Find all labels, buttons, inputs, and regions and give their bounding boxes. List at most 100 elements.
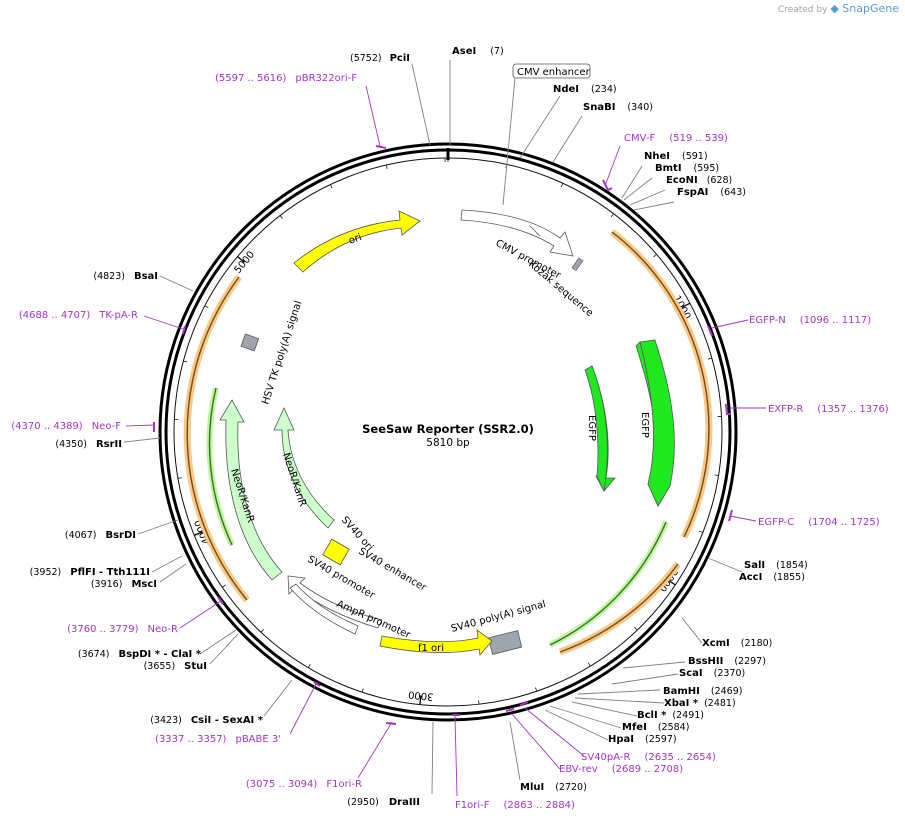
feature-egfp-inner-body[interactable] bbox=[584, 365, 608, 493]
enzyme-sali[interactable]: SalI(1854) bbox=[744, 560, 808, 571]
leader-bsrdi bbox=[137, 519, 179, 535]
feature-f1-ori-arrow[interactable] bbox=[379, 629, 493, 656]
ruler-major-tick bbox=[237, 256, 245, 263]
feature-sv40-promoter-arrow[interactable] bbox=[289, 583, 359, 635]
backbone-outer-strand bbox=[158, 142, 738, 722]
ruler-minor-tick bbox=[535, 687, 538, 692]
primer-egfp-c[interactable]: EGFP-C(1704 .. 1725) bbox=[758, 517, 880, 528]
enzyme-ndei[interactable]: NdeI(234) bbox=[553, 84, 617, 95]
feature-kozak-box[interactable] bbox=[571, 257, 584, 272]
pleader-ebv bbox=[511, 713, 561, 770]
enzyme-bspdi-clai[interactable]: (3674)BspDI * - ClaI * bbox=[78, 649, 202, 660]
feature-ampr-promoter-arrow[interactable] bbox=[287, 575, 383, 629]
enzyme-rsrii[interactable]: (4350)RsrII bbox=[55, 439, 122, 450]
enzyme-pflfi-tth111i[interactable]: (3952)PflFI - Tth111I bbox=[30, 567, 150, 578]
snapgene-credit: Created by ◆ SnapGene bbox=[778, 2, 899, 15]
leader-fspai bbox=[633, 201, 675, 211]
enzyme-csii-sexai[interactable]: (3423)CsiI - SexAI * bbox=[150, 715, 264, 726]
feature-ori-arrow[interactable] bbox=[293, 210, 421, 273]
feature-sv40-polya-box[interactable] bbox=[488, 630, 523, 655]
enzyme-mfei[interactable]: MfeI(2584) bbox=[622, 722, 689, 733]
ruler-minor-tick bbox=[260, 628, 264, 633]
feature-egfp-outer-body[interactable] bbox=[639, 339, 675, 507]
enzyme-xcmi[interactable]: XcmI(2180) bbox=[702, 638, 772, 649]
enzyme-acci[interactable]: AccI(1855) bbox=[739, 572, 805, 583]
feature-hsv-tk-label: HSV TK poly(A) signal bbox=[260, 300, 304, 406]
ruler-major-tick bbox=[681, 302, 691, 309]
primer-neo-r[interactable]: (3760 .. 3779)Neo-R bbox=[67, 624, 178, 635]
enzyme-econi[interactable]: EcoNI(628) bbox=[666, 175, 732, 186]
enzyme-bamhi[interactable]: BamHI(2469) bbox=[663, 686, 742, 697]
primer-labels: (5597 .. 5616)pBR322ori-F CMV-F(519 .. 5… bbox=[11, 73, 889, 811]
leader-ndei bbox=[519, 95, 561, 159]
feature-neor-outer-arrow[interactable] bbox=[219, 399, 283, 581]
ruler-minor-tick bbox=[610, 213, 614, 218]
pleader-f1orir bbox=[357, 721, 393, 779]
ruler-minor-tick bbox=[385, 164, 388, 170]
enzyme-draiii[interactable]: (2950)DraIII bbox=[347, 797, 420, 808]
primer-neo-f[interactable]: (4370 .. 4389)Neo-F bbox=[11, 421, 121, 432]
primer-sv40pa-r[interactable]: SV40pA-R(2635 .. 2654) bbox=[581, 752, 716, 763]
leader-scai bbox=[611, 673, 679, 685]
ruler-minor-tick bbox=[653, 254, 657, 258]
feature-ampr-promoter-label: AmpR promoter bbox=[335, 599, 413, 642]
leader-rsrii bbox=[123, 437, 161, 443]
primer-egfp-n[interactable]: EGFP-N(1096 .. 1117) bbox=[749, 315, 871, 326]
enzyme-bsrdi[interactable]: (4067)BsrDI bbox=[65, 530, 136, 541]
enzyme-hpai[interactable]: HpaI(2597) bbox=[608, 734, 677, 745]
pleader-egfpn bbox=[711, 319, 749, 329]
enzyme-pcii[interactable]: (5752)PciI bbox=[350, 53, 410, 64]
leader-sali bbox=[707, 557, 743, 573]
primer-mark-pbabe bbox=[313, 681, 321, 687]
primer-tk-pa-r[interactable]: (4688 .. 4707)TK-pA-R bbox=[19, 310, 138, 321]
leader-xbai bbox=[574, 697, 665, 704]
enzyme-bmti[interactable]: BmtI(595) bbox=[655, 163, 719, 174]
enzyme-msci[interactable]: (3916)MscI bbox=[91, 579, 157, 590]
leader-msci bbox=[159, 563, 187, 583]
primer-mark-pbr322 bbox=[375, 145, 387, 149]
ruler-minor-tick bbox=[560, 183, 564, 188]
enzyme-mlui[interactable]: MluI(2720) bbox=[520, 782, 587, 793]
enzyme-nhei[interactable]: NheI(591) bbox=[644, 151, 708, 162]
enzyme-xbai[interactable]: XbaI *(2481) bbox=[664, 698, 736, 709]
feature-sv40-polya-label: SV40 poly(A) signal bbox=[450, 599, 547, 635]
pleader-cmvf bbox=[604, 145, 621, 187]
enzyme-bsai[interactable]: (4823)BsaI bbox=[93, 271, 158, 282]
ruler-minor-tick bbox=[361, 688, 364, 693]
enzyme-bsshii[interactable]: BssHII(2297) bbox=[688, 656, 766, 667]
pleader-tkpar bbox=[143, 315, 187, 331]
enzyme-bcli[interactable]: BclI *(2491) bbox=[637, 710, 704, 721]
primer-ebv-rev[interactable]: EBV-rev(2689 .. 2708) bbox=[559, 764, 683, 775]
feature-hsv-tk-box[interactable] bbox=[240, 333, 260, 352]
enzyme-fspai[interactable]: FspAI(643) bbox=[677, 187, 746, 198]
primer-cmv-f[interactable]: CMV-F(519 .. 539) bbox=[624, 133, 728, 144]
pleader-neof bbox=[125, 424, 156, 427]
feature-cmv-enhancer-box[interactable] bbox=[512, 63, 591, 79]
leader-pcii bbox=[411, 63, 431, 146]
enzyme-stui[interactable]: (3655)StuI bbox=[144, 661, 207, 672]
ruler-minor-tick bbox=[222, 584, 226, 588]
leader-draiii bbox=[431, 721, 434, 795]
feature-cmv-promoter-arrow[interactable] bbox=[460, 209, 574, 257]
enzyme-snabi[interactable]: SnaBI(340) bbox=[583, 102, 653, 113]
ruler-minor-tick bbox=[707, 357, 712, 360]
primer-mark-sv40pa bbox=[519, 701, 529, 706]
primer-f1ori-r[interactable]: (3075 .. 3094)F1ori-R bbox=[246, 779, 362, 790]
leader-bsshii bbox=[622, 661, 686, 669]
primer-mark-ebv bbox=[505, 708, 515, 712]
feature-sv40-ori-box[interactable] bbox=[322, 538, 350, 566]
primer-mark-exfpr bbox=[725, 403, 731, 415]
feature-neor-inner-arrow[interactable] bbox=[273, 407, 335, 529]
ruler-major-tick bbox=[419, 695, 422, 705]
primer-exfp-r[interactable]: EXFP-R(1357 .. 1376) bbox=[768, 404, 889, 415]
cmv-enhancer-boundary bbox=[529, 225, 541, 237]
primer-pbr322ori-f[interactable]: (5597 .. 5616)pBR322ori-F bbox=[215, 73, 357, 84]
ruler-minor-tick bbox=[307, 664, 311, 668]
enzyme-asei[interactable]: AseI(7) bbox=[452, 46, 504, 57]
primer-pbabe-3[interactable]: (3337 .. 3357)pBABE 3' bbox=[155, 734, 281, 745]
enzyme-scai[interactable]: ScaI(2370) bbox=[679, 668, 745, 679]
feature-cmv-enhancer-label: CMV enhancer bbox=[517, 67, 591, 78]
leader-mlui bbox=[509, 721, 521, 781]
primer-f1ori-f[interactable]: F1ori-F(2863 .. 2884) bbox=[455, 800, 575, 811]
